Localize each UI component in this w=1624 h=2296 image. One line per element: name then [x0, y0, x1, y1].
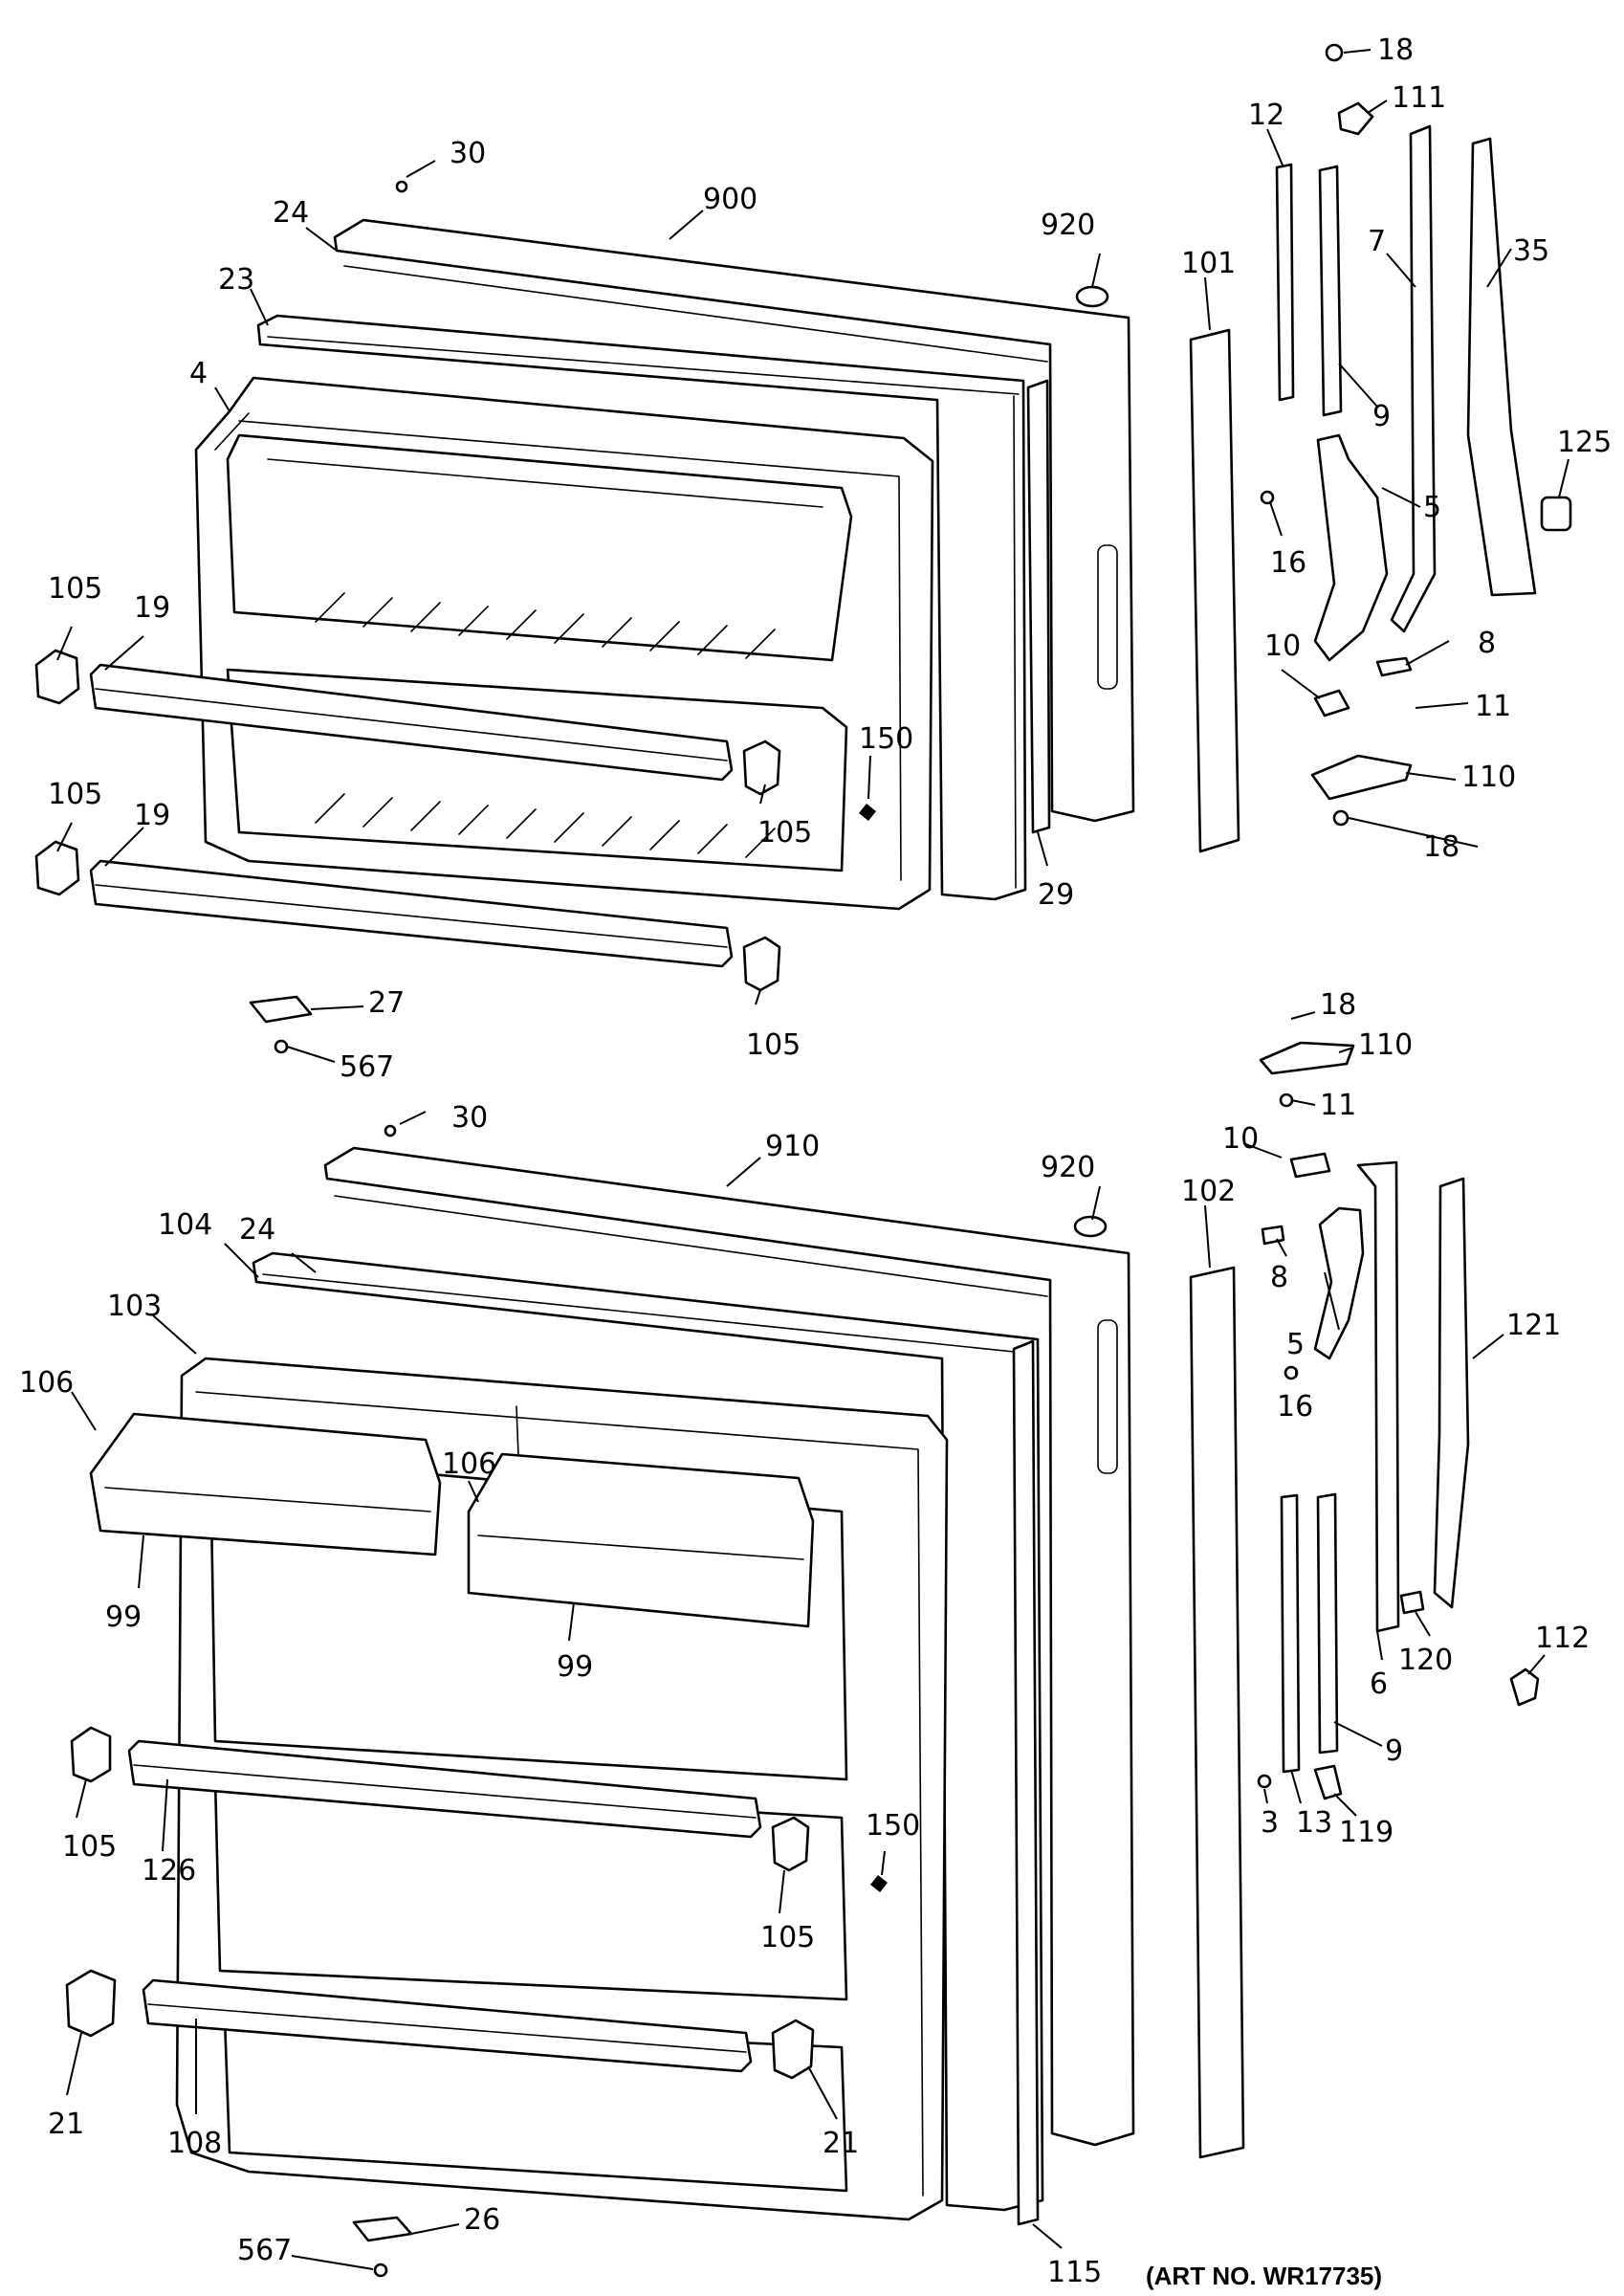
callout: 111 — [1392, 81, 1446, 115]
callout: 110 — [1461, 761, 1516, 794]
callout: 24 — [239, 1213, 275, 1247]
callout: 16 — [1270, 546, 1306, 580]
shelf-clip — [742, 740, 781, 796]
callout: 150 — [866, 1809, 920, 1843]
shelf-clip-21 — [65, 1969, 117, 2038]
door-end-cap-102 — [1189, 1266, 1245, 2159]
callout: 5 — [1423, 491, 1441, 524]
callout: 7 — [1368, 225, 1386, 258]
fresh-food-door-assembly — [65, 1124, 1135, 2278]
callout: 115 — [1047, 2256, 1102, 2289]
callout: 112 — [1535, 1622, 1590, 1655]
callout: 4 — [189, 357, 208, 390]
door-shelf-bar-108 — [142, 1978, 753, 2073]
callout: 119 — [1339, 1816, 1394, 1849]
fresh-food-gasket — [252, 1251, 1044, 2212]
callout: 21 — [48, 2108, 84, 2141]
callout: 19 — [134, 799, 170, 832]
door-shelf-bar-126 — [127, 1739, 762, 1839]
callout: 30 — [451, 1101, 488, 1135]
callout: 126 — [142, 1854, 196, 1888]
callout: 920 — [1041, 209, 1095, 242]
callout: 150 — [859, 722, 913, 756]
freezer-door-assembly — [34, 180, 1135, 1054]
bottom-hinge-parts — [1189, 1041, 1540, 2159]
callout: 105 — [48, 572, 102, 606]
callout: 8 — [1478, 627, 1496, 660]
callout: 11 — [1475, 690, 1511, 723]
shelf-clip — [34, 840, 80, 896]
callout: 27 — [368, 986, 405, 1020]
callout: 101 — [1181, 247, 1236, 280]
dairy-bin-right — [467, 1452, 815, 1628]
shelf-clip — [771, 1816, 810, 1872]
callout: 23 — [218, 263, 254, 297]
callout: 12 — [1248, 99, 1284, 132]
callout: 24 — [273, 196, 309, 230]
callout: 99 — [557, 1650, 593, 1684]
callout: 920 — [1041, 1151, 1095, 1184]
freezer-seal-strip — [1026, 379, 1051, 834]
callout: 567 — [237, 2234, 292, 2267]
freezer-liner — [194, 376, 934, 911]
callout: 102 — [1181, 1175, 1236, 1208]
callout: 3 — [1261, 1806, 1279, 1840]
callout: 910 — [765, 1130, 820, 1163]
shelf-clip — [742, 936, 781, 992]
callout: 105 — [746, 1028, 801, 1062]
freezer-shelf-bar-upper — [89, 663, 734, 782]
callout: 99 — [105, 1601, 142, 1634]
callout: 5 — [1286, 1328, 1305, 1361]
art-number: (ART NO. WR17735) — [1146, 2262, 1382, 2290]
callout: 105 — [62, 1830, 117, 1864]
callout: 9 — [1385, 1734, 1403, 1768]
callout: 125 — [1557, 426, 1612, 459]
callout: 26 — [464, 2203, 500, 2237]
callout: 105 — [48, 778, 102, 811]
freezer-gasket — [256, 314, 1027, 901]
seal-strip-115 — [1012, 1339, 1040, 2226]
callout: 18 — [1423, 830, 1459, 864]
callout: 16 — [1277, 1390, 1313, 1424]
callout: 104 — [158, 1208, 212, 1242]
freezer-shelf-bar-lower — [89, 859, 734, 968]
callout: 6 — [1370, 1667, 1388, 1701]
callout: 18 — [1377, 33, 1414, 67]
callout: 106 — [442, 1447, 496, 1481]
shelf-clip — [70, 1726, 112, 1783]
callout: 110 — [1358, 1028, 1413, 1062]
callout: 19 — [134, 591, 170, 625]
callout: 18 — [1320, 988, 1356, 1022]
callouts-bottom: 30 910 920 24 104 103 106 106 99 99 105 … — [19, 988, 1590, 2289]
callout: 10 — [1222, 1122, 1259, 1156]
leader-lines-bottom — [66, 1011, 1546, 2270]
callout: 108 — [167, 2127, 222, 2160]
callout: 35 — [1513, 234, 1549, 268]
door-end-cap — [1189, 328, 1240, 853]
callout: 30 — [450, 137, 486, 170]
callout: 106 — [19, 1366, 74, 1400]
callout: 120 — [1398, 1644, 1453, 1677]
callout: 8 — [1270, 1261, 1288, 1294]
callout: 900 — [703, 183, 757, 216]
callout: 567 — [340, 1050, 394, 1084]
leader-lines — [56, 49, 1569, 1063]
callouts-top: 30 24 900 920 23 4 105 19 105 19 105 150… — [48, 33, 1612, 1084]
callout: 13 — [1296, 1806, 1332, 1840]
shelf-clip-21 — [771, 2019, 815, 2080]
callout: 10 — [1264, 629, 1301, 663]
callout: 103 — [107, 1290, 162, 1323]
callout: 105 — [757, 816, 812, 850]
callout: 9 — [1372, 400, 1391, 433]
top-hinge-parts — [1189, 43, 1572, 853]
dairy-bin-left — [89, 1412, 442, 1556]
shelf-clip — [34, 649, 80, 705]
callout: 11 — [1320, 1089, 1356, 1122]
callout: 21 — [823, 2127, 859, 2160]
callout: 29 — [1038, 878, 1074, 912]
callout: 121 — [1506, 1309, 1561, 1342]
callout: 105 — [760, 1921, 815, 1954]
